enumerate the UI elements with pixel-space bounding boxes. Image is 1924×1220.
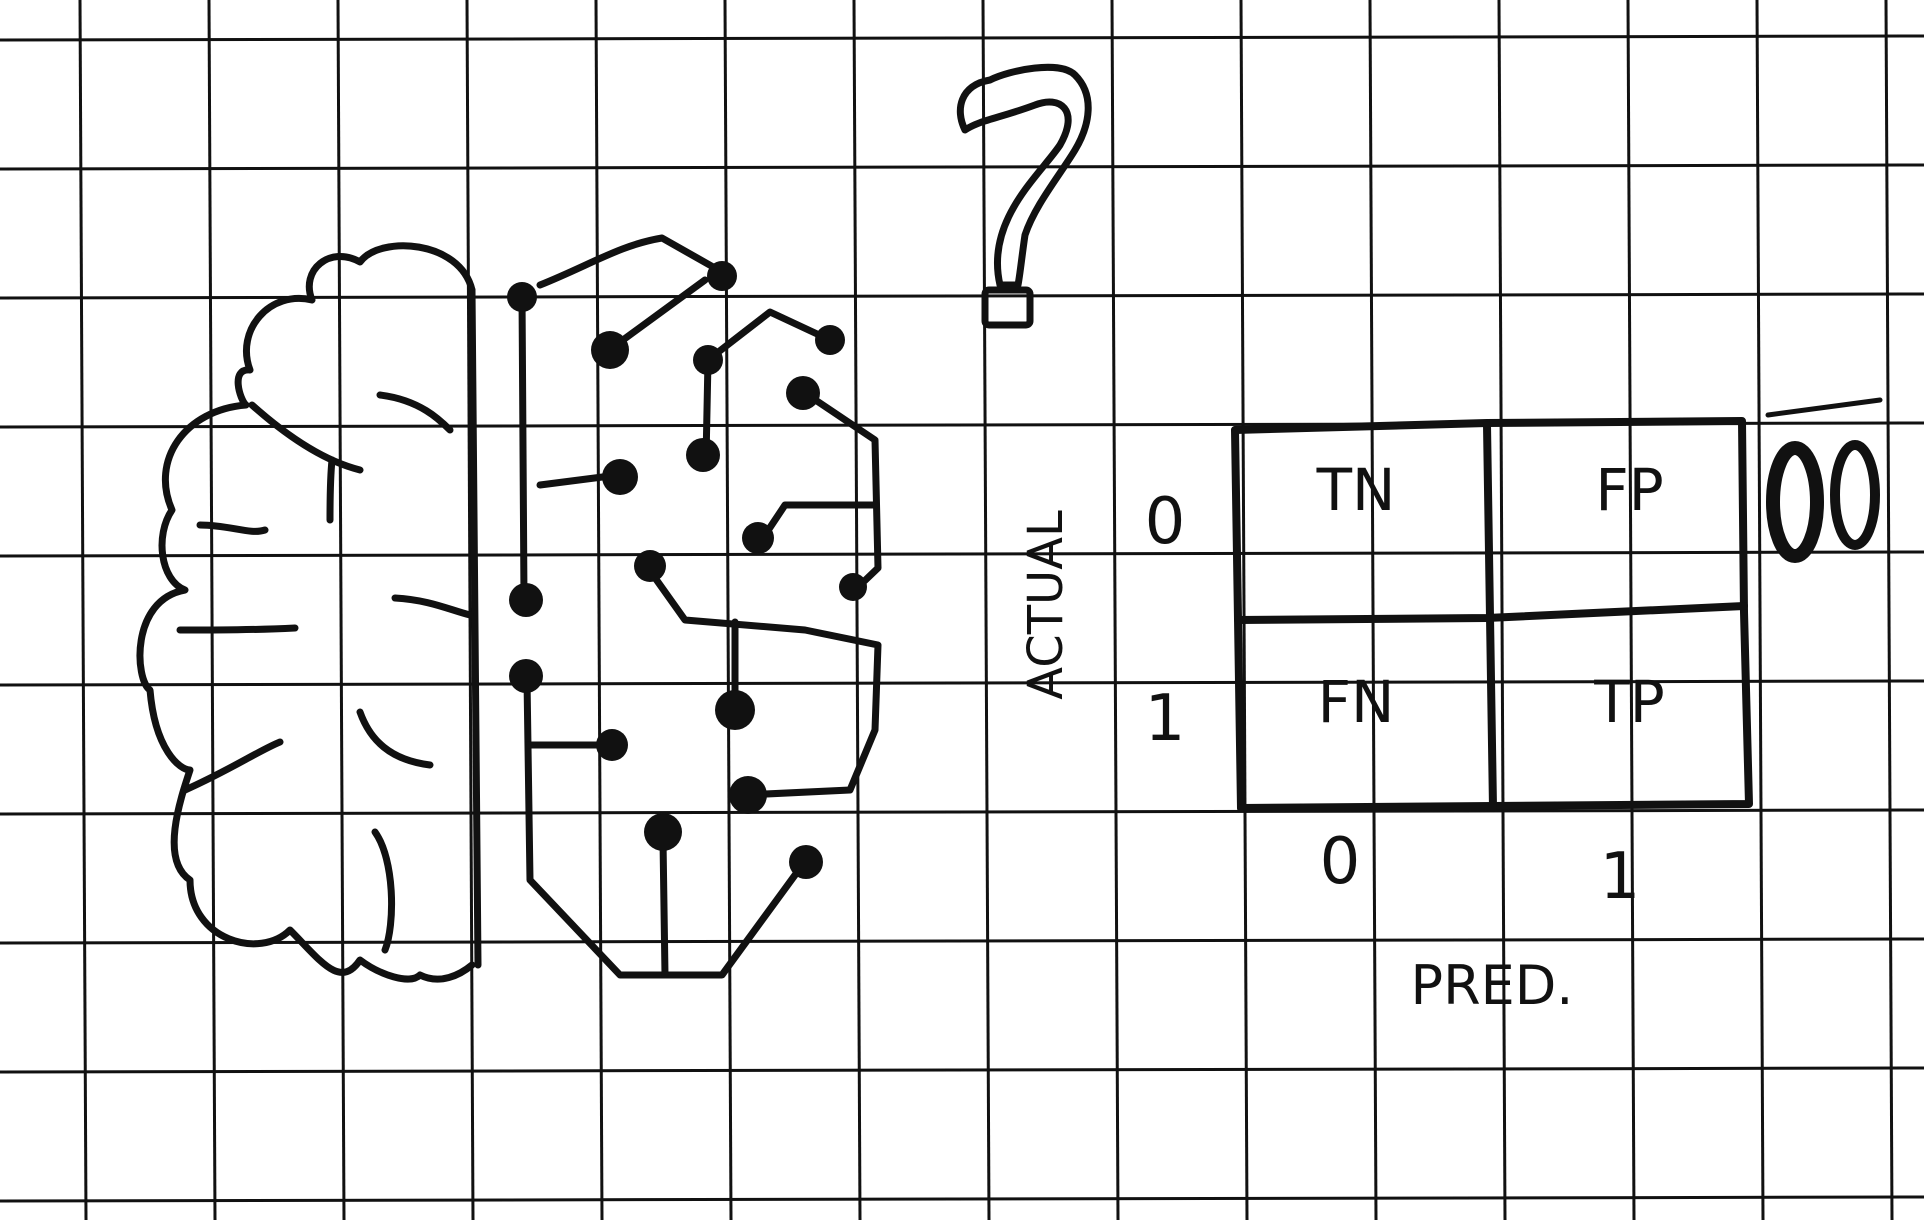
grid-line-vertical <box>207 0 217 1220</box>
grid-line-vertical <box>1755 0 1765 1220</box>
grid-line-vertical <box>78 0 88 1220</box>
brain-left-hemisphere <box>136 242 482 983</box>
grid-line-vertical <box>1110 0 1120 1220</box>
predicted-axis-title: PRED. <box>1411 954 1574 1017</box>
grid-line-vertical <box>981 0 991 1220</box>
matrix-cell-fp: FP <box>1595 456 1663 524</box>
grid-line-vertical <box>723 0 733 1220</box>
grid-line-horizontal <box>0 679 1924 687</box>
grid-line-vertical <box>1368 0 1378 1220</box>
matrix-cell-tp: TP <box>1593 668 1664 736</box>
grid-line-horizontal <box>0 34 1924 42</box>
confusion-matrix: TN FP FN TP 0 1 0 1 ACTUAL PRED. <box>1018 417 1753 1017</box>
grid-line-horizontal <box>0 808 1924 816</box>
question-mark-icon <box>956 63 1092 329</box>
matrix-cell-tn: TN <box>1316 456 1396 524</box>
grid-line-vertical <box>465 0 475 1220</box>
grid-line-vertical <box>594 0 604 1220</box>
grid-line-vertical <box>336 0 346 1220</box>
row-label: 0 <box>1145 485 1186 559</box>
grid-line-horizontal <box>0 1066 1924 1074</box>
grid-line-horizontal <box>0 163 1924 171</box>
grid-line-vertical <box>1884 0 1894 1220</box>
column-label: 1 <box>1600 840 1641 914</box>
matrix-grid-lines <box>1231 417 1753 812</box>
matrix-border-bottom <box>1237 608 1753 812</box>
grid-line-vertical <box>852 0 862 1220</box>
matrix-divider-horizontal <box>1234 602 1748 624</box>
row-label: 1 <box>1145 682 1186 756</box>
matrix-cell-fn: FN <box>1318 668 1395 736</box>
actual-axis-title: ACTUAL <box>1018 510 1074 700</box>
grid-line-horizontal <box>0 292 1924 300</box>
circuit-nodes <box>507 261 867 879</box>
grid-line-vertical <box>1497 0 1507 1220</box>
grid-line-horizontal <box>0 937 1924 945</box>
grid-line-horizontal <box>0 550 1924 558</box>
column-label: 0 <box>1320 825 1361 899</box>
grid-line-horizontal <box>0 1195 1924 1203</box>
matrix-border-top <box>1231 417 1748 616</box>
grid-line-vertical <box>1239 0 1249 1220</box>
eyes-icon <box>1765 397 1883 563</box>
brain-circuit-icon <box>136 234 882 983</box>
